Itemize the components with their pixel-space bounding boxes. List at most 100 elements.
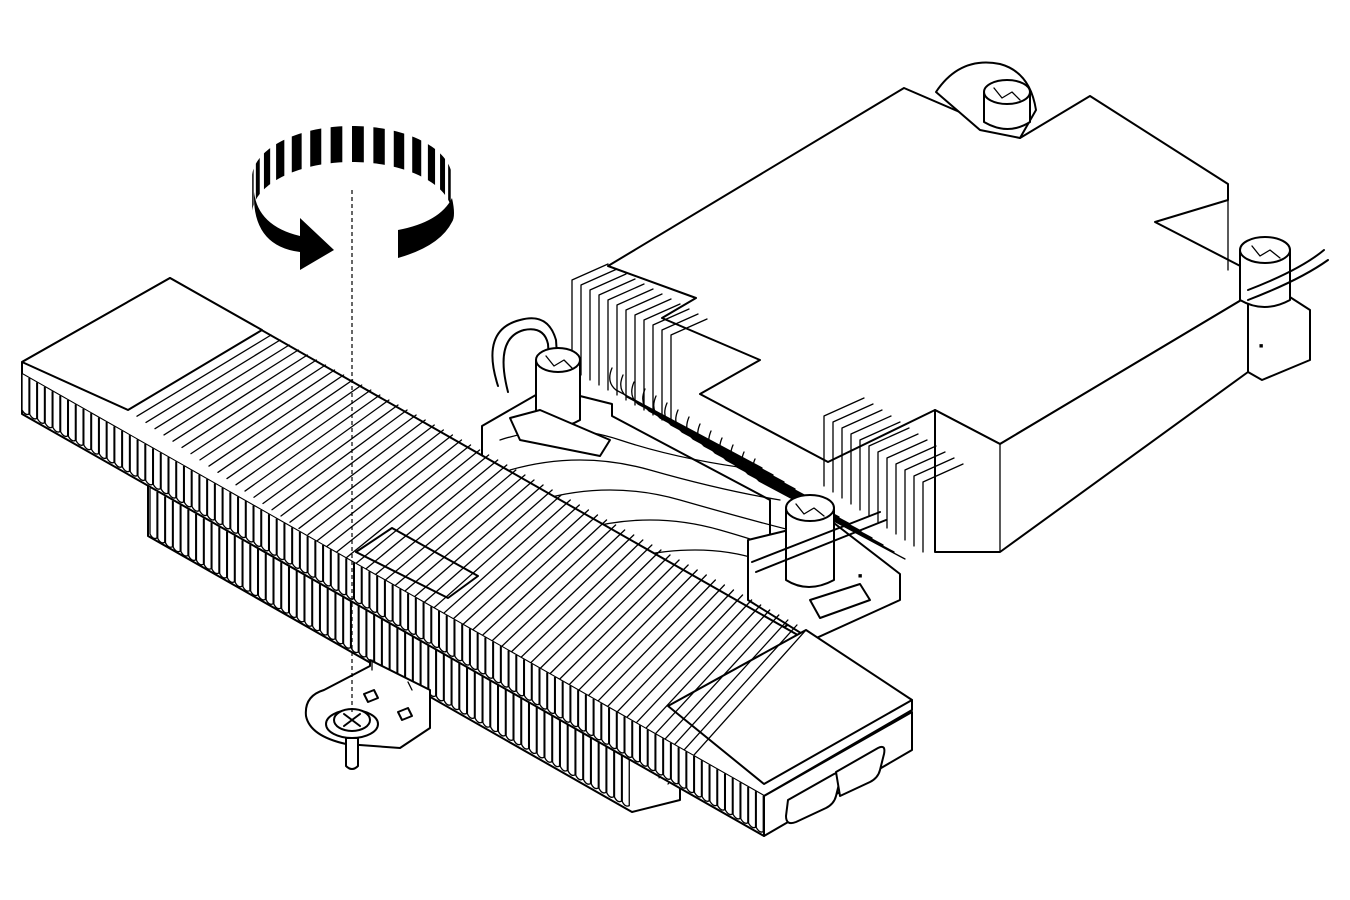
rear-left-fin (625, 293, 663, 401)
rear-left-fin (616, 288, 654, 396)
rear-left-fin (589, 273, 627, 381)
top-fin-line (397, 479, 535, 598)
front-fin (492, 642, 502, 684)
top-fin-line (172, 354, 308, 442)
top-fin-line (127, 329, 263, 411)
top-fin-line (343, 449, 481, 561)
rotation-dash (252, 168, 254, 211)
top-fin-line (361, 459, 499, 573)
lower-fin (435, 650, 445, 702)
front-fin (268, 514, 277, 556)
front-fin (338, 554, 347, 596)
front-fin (106, 422, 115, 464)
front-fin (539, 668, 548, 710)
top-fin-line (460, 514, 599, 642)
lower-fin (296, 571, 305, 623)
top-fin-line (334, 444, 472, 555)
front-fin (59, 395, 69, 438)
front-fin (152, 448, 162, 490)
top-fin-line (289, 419, 426, 523)
top-fin-line (190, 364, 327, 455)
heat-pipe-fin (631, 381, 785, 483)
front-fin (662, 738, 672, 780)
front-fin (740, 782, 749, 824)
front-fin (423, 602, 432, 644)
lower-fin (188, 509, 197, 562)
top-fin-line (271, 409, 408, 511)
front-fin (608, 708, 618, 750)
top-fin-line (406, 484, 544, 604)
top-fin-line (280, 414, 417, 517)
front-fin (562, 681, 571, 723)
rotation-dash (393, 130, 405, 170)
lower-fin (567, 724, 576, 777)
front-fin (531, 664, 540, 706)
heat-pipe-fin (752, 458, 906, 560)
rear-heatsink (571, 87, 1249, 560)
front-fin (701, 760, 710, 802)
front-fin (732, 778, 741, 820)
front-heatsink-label-plate (355, 527, 479, 599)
lower-fin (466, 667, 476, 720)
front-fin (454, 620, 463, 662)
rotation-dash (412, 136, 422, 177)
lower-fin (366, 610, 375, 662)
lower-fin (590, 738, 599, 790)
front-fin (631, 721, 641, 763)
lower-fin (412, 637, 421, 689)
top-fin-line (613, 599, 753, 748)
rear-heat-pipe-fins (609, 367, 906, 560)
front-fin (446, 615, 455, 657)
front-fin (647, 730, 656, 772)
lower-fin (621, 755, 630, 807)
front-fin (655, 734, 664, 776)
lower-fin (172, 501, 181, 553)
left-clip-marking: ■ (858, 573, 862, 580)
rotation-dash (291, 133, 302, 173)
front-right-screw-post: ■ (747, 494, 901, 641)
lower-fin (342, 597, 352, 649)
front-fin (307, 536, 316, 578)
front-fin (686, 752, 695, 794)
rotation-dash (263, 148, 271, 190)
lower-fin (381, 619, 390, 671)
front-heatsink-front-fins (21, 374, 764, 833)
top-fin-line (532, 554, 671, 692)
rotation-dash (276, 139, 285, 181)
front-fin (369, 571, 378, 613)
front-fin (384, 580, 393, 622)
front-heatsink-top-fins (127, 329, 807, 785)
right-screw-post: ■ (1239, 236, 1329, 381)
rear-left-fin (643, 303, 681, 411)
front-fin (222, 488, 231, 530)
top-fin-line (253, 399, 390, 498)
heat-pipe-fin (664, 402, 818, 504)
heat-pipe-fin (686, 416, 840, 518)
lower-fin (551, 716, 561, 768)
rear-right-fin (895, 445, 937, 535)
front-fin (206, 479, 216, 521)
front-fin (90, 413, 100, 455)
front-fin (747, 787, 757, 829)
top-fin-line (181, 359, 318, 449)
top-fin-line (451, 509, 590, 636)
top-fin-line (577, 579, 716, 723)
lower-fin (489, 681, 499, 733)
lower-fin (520, 698, 530, 750)
front-fin (168, 457, 177, 499)
top-fin-line (586, 584, 726, 729)
top-fin-line (469, 519, 608, 648)
rotation-dash (427, 144, 436, 186)
lower-fin (280, 562, 290, 614)
front-fin (137, 439, 146, 482)
lower-fin (211, 523, 220, 575)
lower-fin (257, 549, 267, 601)
heat-pipe-fin (675, 409, 829, 511)
top-fin-line (325, 439, 463, 548)
top-fin-line (487, 529, 626, 660)
lower-fin (474, 672, 483, 724)
lower-fin (358, 606, 367, 658)
right-post-marking: ■ (1259, 343, 1263, 350)
lower-fin (203, 518, 212, 570)
rotation-dash (255, 157, 260, 200)
